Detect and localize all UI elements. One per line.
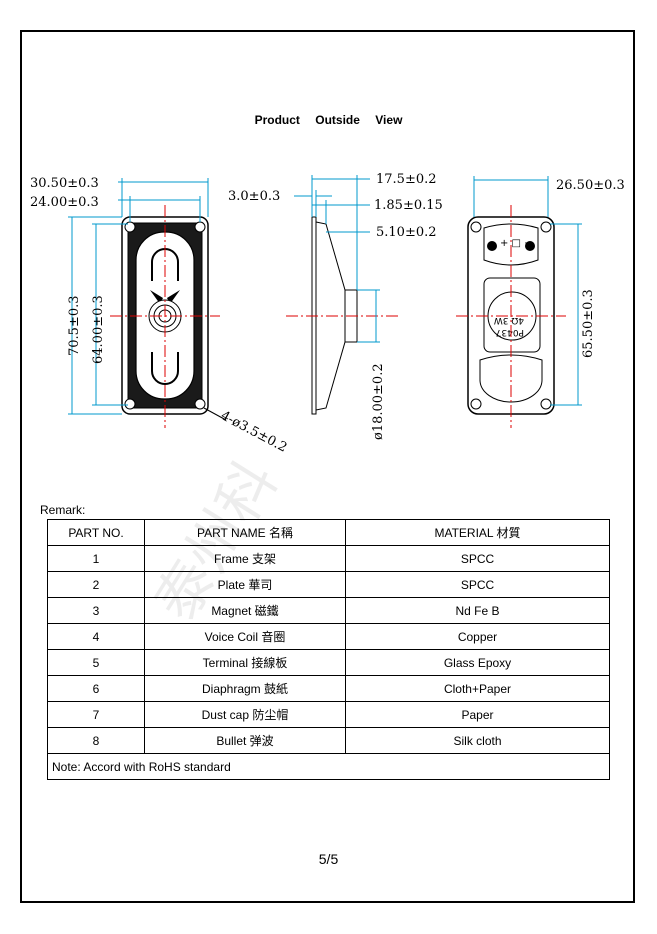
- dim-side-depth-total: 17.5±0.2: [376, 172, 437, 187]
- product-drawing: 30.50±0.3 24.00±0.3 70.5±0.3 64.00±0.3 4…: [30, 172, 625, 456]
- table-row: 4 Voice Coil 音圈 Copper: [47, 623, 610, 650]
- cell-part-no: 7: [47, 701, 145, 728]
- magnet-label-code: P0437: [496, 327, 524, 337]
- cell-material: Nd Fe B: [345, 597, 610, 624]
- terminal-polarity-label: + □ −: [500, 238, 533, 249]
- cell-part-no: 6: [47, 675, 145, 702]
- side-view: 3.0±0.3 17.5±0.2 1.85±0.15 5.10±0.2 ø18.…: [228, 172, 443, 440]
- dim-side-flange: 1.85±0.15: [374, 198, 443, 213]
- dim-front-width-outer: 30.50±0.3: [30, 176, 99, 191]
- table-row: 8 Bullet 弹波 Silk cloth: [47, 727, 610, 754]
- table-row: 2 Plate 華司 SPCC: [47, 571, 610, 598]
- page-title: Product Outside View: [254, 113, 403, 127]
- cell-part-name: Bullet 弹波: [144, 727, 346, 754]
- page-border: [20, 30, 635, 903]
- table-header-row: PART NO. PART NAME 名稱 MATERIAL 材質: [47, 519, 610, 546]
- cell-material: Paper: [345, 701, 610, 728]
- dim-back-width: 26.50±0.3: [556, 178, 625, 193]
- cell-part-no: 3: [47, 597, 145, 624]
- cell-material: Copper: [345, 623, 610, 650]
- table-row: 1 Frame 支架 SPCC: [47, 545, 610, 572]
- table-row: 5 Terminal 接線板 Glass Epoxy: [47, 649, 610, 676]
- parts-table: PART NO. PART NAME 名稱 MATERIAL 材質 1 Fram…: [47, 519, 610, 780]
- dim-front-height-inner: 64.00±0.3: [91, 295, 106, 364]
- cell-part-no: 5: [47, 649, 145, 676]
- dim-side-cone: 5.10±0.2: [376, 225, 437, 240]
- header-part-no: PART NO.: [47, 519, 145, 546]
- cell-part-name: Frame 支架: [144, 545, 346, 572]
- dim-front-width-inner: 24.00±0.3: [30, 195, 99, 210]
- cell-material: SPCC: [345, 571, 610, 598]
- dim-side-thickness: 3.0±0.3: [228, 189, 280, 204]
- page-number: 5/5: [318, 851, 339, 867]
- cell-part-name: Dust cap 防尘帽: [144, 701, 346, 728]
- cell-part-name: Terminal 接線板: [144, 649, 346, 676]
- table-row: 7 Dust cap 防尘帽 Paper: [47, 701, 610, 728]
- table-row: 3 Magnet 磁鐵 Nd Fe B: [47, 597, 610, 624]
- dim-front-height-outer: 70.5±0.3: [67, 295, 82, 356]
- cell-material: Cloth+Paper: [345, 675, 610, 702]
- header-part-name: PART NAME 名稱: [144, 519, 346, 546]
- table-row: 6 Diaphragm 鼓紙 Cloth+Paper: [47, 675, 610, 702]
- cell-part-name: Voice Coil 音圈: [144, 623, 346, 650]
- cell-part-no: 2: [47, 571, 145, 598]
- dim-side-magnet-dia: ø18.00±0.2: [371, 363, 386, 440]
- magnet-label-rating: 4Ω 3W: [494, 315, 524, 325]
- cell-part-name: Diaphragm 鼓紙: [144, 675, 346, 702]
- cell-part-no: 1: [47, 545, 145, 572]
- cell-part-no: 4: [47, 623, 145, 650]
- table-note-row: Note: Accord with RoHS standard: [47, 753, 610, 780]
- cell-part-name: Magnet 磁鐵: [144, 597, 346, 624]
- dim-back-height: 65.50±0.3: [581, 289, 596, 358]
- front-view: 30.50±0.3 24.00±0.3 70.5±0.3 64.00±0.3 4…: [30, 176, 289, 456]
- cell-material: SPCC: [345, 545, 610, 572]
- cell-material: Silk cloth: [345, 727, 610, 754]
- back-view: + □ − 4Ω 3W P0437 26.50±0.3 65.50±0.3: [456, 176, 625, 428]
- rohs-note: Note: Accord with RoHS standard: [47, 753, 610, 780]
- cell-part-no: 8: [47, 727, 145, 754]
- cell-part-name: Plate 華司: [144, 571, 346, 598]
- remark-label: Remark:: [40, 503, 86, 517]
- header-material: MATERIAL 材質: [345, 519, 610, 546]
- cell-material: Glass Epoxy: [345, 649, 610, 676]
